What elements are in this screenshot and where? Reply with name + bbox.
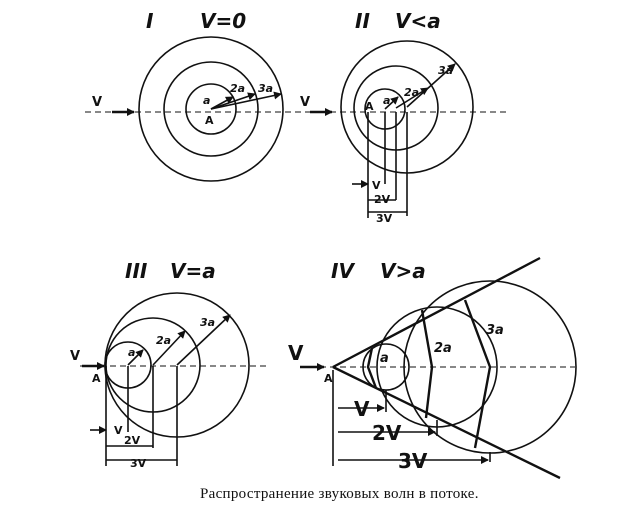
panel-4-label-a: a	[380, 351, 389, 366]
panel-4-front-3a	[463, 299, 492, 449]
panel-4-condition: V>a	[380, 259, 426, 283]
panel-3: III V=a V a 2a 3a A V 2V 3V	[70, 259, 270, 470]
panel-1: I V=0 V a 2a 3a A	[85, 9, 330, 182]
panel-1-label-2a: 2a	[230, 82, 245, 95]
panel-1-numeral: I	[146, 9, 154, 33]
panel-1-circle-3a	[138, 36, 284, 182]
panel-1-radius-3a	[210, 91, 282, 110]
panel-2-label-3v: 3V	[376, 212, 393, 225]
panel-4-front-a	[366, 347, 378, 389]
panel-3-flow-label: V	[70, 349, 80, 364]
panel-4-label-3a: 3a	[486, 323, 504, 338]
panel-4-label-v: V	[354, 397, 370, 421]
panel-3-condition: V=a	[170, 259, 216, 283]
panel-4-flow-label: V	[288, 341, 304, 365]
panel-1-radius-2a	[210, 92, 256, 110]
panel-1-circle-2a	[163, 61, 259, 157]
panel-2-flow-label: V	[300, 95, 310, 110]
panel-2: II V<a V a 2a 3a A V 2V 3V	[300, 9, 510, 225]
panel-4-label-3v: 3V	[398, 449, 428, 473]
panel-3-label-v: V	[114, 424, 123, 437]
panel-4-mach-upper	[332, 256, 541, 369]
panel-3-label-2v: 2V	[124, 434, 141, 447]
panel-3-radius-3a	[176, 314, 231, 366]
panel-1-condition: V=0	[200, 9, 246, 33]
panel-2-radius-2a	[395, 87, 429, 109]
panel-4-front-2a	[420, 309, 434, 419]
panel-2-point: A	[365, 100, 374, 113]
panel-2-label-2a: 2a	[404, 86, 419, 99]
panel-2-numeral: II	[355, 9, 370, 33]
panel-1-label-3a: 3a	[258, 82, 273, 95]
panel-3-label-3a: 3a	[200, 316, 215, 329]
panel-4-point: A	[324, 372, 333, 385]
panel-3-label-a: a	[128, 346, 135, 359]
panel-2-radius-a	[384, 96, 399, 110]
panel-1-point: A	[205, 114, 214, 127]
panel-4-numeral: IV	[331, 259, 355, 283]
panel-2-condition: V<a	[395, 9, 441, 33]
panel-1-label-a: a	[203, 94, 210, 107]
panel-2-label-v: V	[372, 179, 381, 192]
panel-4-mach-lower	[332, 365, 561, 480]
panel-4-label-2a: 2a	[434, 341, 452, 356]
panel-3-point: A	[92, 372, 101, 385]
figure-caption: Распространение звуковых волн в потоке.	[200, 486, 479, 502]
panel-4: IV V>a V a 2a 3a A V 2V 3V	[288, 256, 577, 480]
panel-2-label-2v: 2V	[374, 193, 391, 206]
panel-3-numeral: III	[125, 259, 148, 283]
panel-3-radius-2a	[152, 330, 186, 366]
panel-3-label-3v: 3V	[130, 457, 147, 470]
panel-1-flow-label: V	[92, 95, 102, 110]
panel-2-label-3a: 3a	[438, 64, 453, 77]
panel-3-radius-a	[127, 349, 144, 366]
panel-2-radius-3a	[406, 63, 456, 108]
panel-3-label-2a: 2a	[156, 334, 171, 347]
panel-4-label-2v: 2V	[372, 421, 402, 445]
panel-2-label-a: a	[383, 94, 390, 107]
panel-1-circle-a	[185, 83, 237, 135]
